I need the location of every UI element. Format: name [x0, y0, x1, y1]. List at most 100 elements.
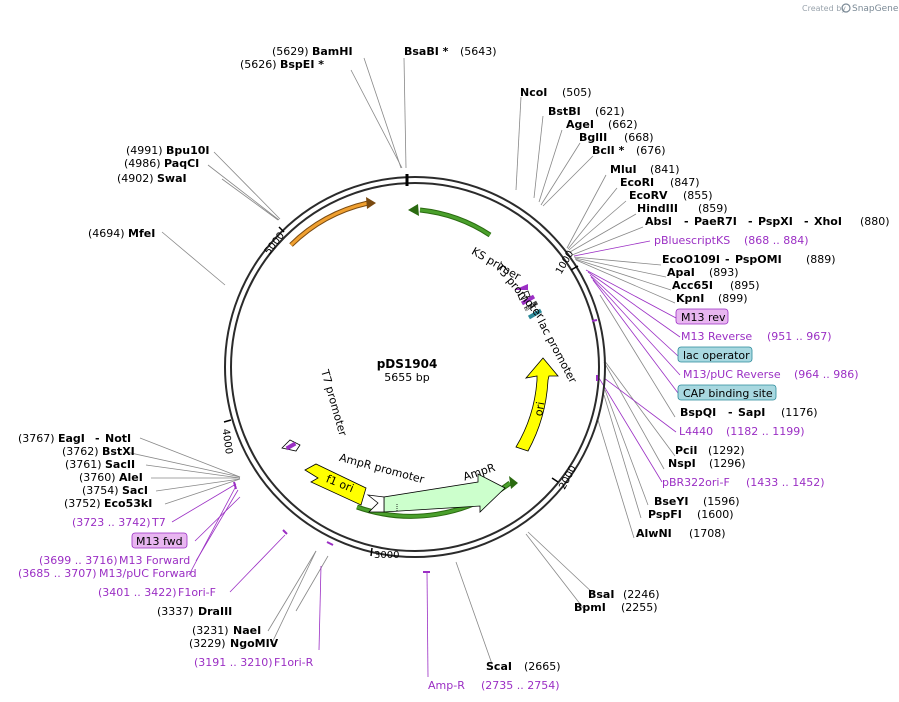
svg-text:MluI: MluI: [610, 163, 637, 176]
svg-text:BspEI *: BspEI *: [280, 58, 324, 71]
svg-text:Eco53kI: Eco53kI: [104, 497, 152, 510]
svg-text:EcoO109I: EcoO109I: [662, 253, 720, 266]
mcs-cluster-feature: [514, 284, 543, 320]
orange-arrow-feature: [289, 197, 376, 247]
svg-text:(2255): (2255): [621, 601, 658, 614]
site-bstxi: (3762) BstXI: [62, 445, 135, 458]
primer-m13-puc-forward: (3685 .. 3707) M13/pUC Forward: [18, 567, 197, 580]
svg-text:BamHI: BamHI: [312, 45, 353, 58]
svg-text:(3754): (3754): [82, 484, 119, 497]
svg-text:BpmI: BpmI: [574, 601, 606, 614]
bp-tick-marks: [223, 226, 579, 557]
svg-text:(5626): (5626): [240, 58, 277, 71]
site-bpu10i: (4991) Bpu10I: [126, 144, 210, 157]
svg-text:(868 .. 884): (868 .. 884): [744, 234, 809, 247]
svg-text:(1433 .. 1452): (1433 .. 1452): [746, 476, 825, 489]
site-ngomiv: (3229) NgoMIV: [189, 637, 279, 650]
site-alei: (3760) AleI: [79, 471, 143, 484]
site-hindiii: HindIII (859): [637, 202, 728, 215]
feature-lac-operator-box: lac operator: [677, 346, 753, 363]
svg-text:Amp-R: Amp-R: [428, 679, 465, 692]
svg-text:L4440: L4440: [679, 425, 713, 438]
svg-text:AgeI: AgeI: [566, 118, 594, 131]
t7-promoter-label: T7 promoter: [318, 367, 350, 438]
primer-f1ori-r: (3191 .. 3210) F1ori-R: [194, 656, 314, 669]
svg-text:XhoI: XhoI: [814, 215, 842, 228]
site-bpmi: BpmI (2255): [574, 601, 658, 614]
site-eco53ki: (3752) Eco53kI: [64, 497, 152, 510]
svg-text:(4694): (4694): [88, 227, 125, 240]
tick-2000: 2000: [557, 464, 579, 492]
plasmid-name: pDS1904: [377, 357, 438, 371]
svg-text:BstXI: BstXI: [102, 445, 135, 458]
svg-text:M13 Forward: M13 Forward: [119, 554, 190, 567]
primer-ticks: [233, 319, 598, 573]
svg-text:(2246): (2246): [623, 588, 660, 601]
svg-text:-: -: [725, 253, 730, 266]
site-kpni: KpnI (899): [676, 292, 748, 305]
site-agei: AgeI (662): [566, 118, 638, 131]
svg-text:(3229): (3229): [189, 637, 226, 650]
svg-text:F1ori-F: F1ori-F: [178, 586, 216, 599]
site-leader-lines: [125, 57, 676, 665]
svg-text:EagI: EagI: [58, 432, 85, 445]
svg-text:PspXI: PspXI: [758, 215, 793, 228]
svg-text:pBR322ori-F: pBR322ori-F: [662, 476, 730, 489]
svg-text:PspFI: PspFI: [648, 508, 682, 521]
svg-text:(880): (880): [860, 215, 890, 228]
site-draiii: (3337) DraIII: [157, 605, 232, 618]
site-absi-xhoi: AbsI - PaeR7I - PspXI - XhoI (880): [645, 215, 890, 228]
svg-text:(2735 .. 2754): (2735 .. 2754): [481, 679, 560, 692]
primer-m13-forward: (3699 .. 3716) M13 Forward: [39, 554, 190, 567]
svg-text:-: -: [95, 432, 100, 445]
svg-text:(676): (676): [636, 144, 666, 157]
svg-text:M13 fwd: M13 fwd: [136, 535, 183, 548]
svg-text:SapI: SapI: [738, 406, 765, 419]
site-acc65i: Acc65I (895): [672, 279, 760, 292]
tick-3000: 3000: [374, 550, 399, 561]
t7-promoter-feature: [281, 439, 301, 452]
svg-text:PciI: PciI: [675, 444, 697, 457]
ampr-feature: [366, 473, 506, 513]
svg-text:BclI *: BclI *: [592, 144, 625, 157]
svg-text:(3191 .. 3210): (3191 .. 3210): [194, 656, 273, 669]
site-apai: ApaI (893): [667, 266, 739, 279]
site-alwni: AlwNI (1708): [636, 527, 726, 540]
svg-text:MfeI: MfeI: [128, 227, 155, 240]
svg-text:EcoRI: EcoRI: [620, 176, 654, 189]
site-ncoi: NcoI (505): [520, 86, 592, 99]
site-bspei: (5626) BspEI *: [240, 58, 324, 71]
svg-text:M13 rev: M13 rev: [681, 311, 726, 324]
svg-text:(895): (895): [730, 279, 760, 292]
svg-text:NgoMIV: NgoMIV: [230, 637, 279, 650]
svg-text:(855): (855): [683, 189, 713, 202]
svg-text:PspOMI: PspOMI: [735, 253, 782, 266]
svg-text:(859): (859): [698, 202, 728, 215]
svg-text:SwaI: SwaI: [157, 172, 187, 185]
svg-text:ApaI: ApaI: [667, 266, 695, 279]
svg-text:AleI: AleI: [119, 471, 143, 484]
primer-l4440: L4440 (1182 .. 1199): [679, 425, 805, 438]
site-saci: (3754) SacI: [82, 484, 148, 497]
site-scai: ScaI (2665): [486, 660, 561, 673]
primer-m13-reverse: M13 Reverse (951 .. 967): [681, 330, 832, 343]
svg-text:M13/pUC Forward: M13/pUC Forward: [99, 567, 197, 580]
site-naei: (3231) NaeI: [192, 624, 261, 637]
svg-text:F1ori-R: F1ori-R: [274, 656, 314, 669]
created-by-text: Created by: [802, 4, 846, 13]
svg-text:BseYI: BseYI: [654, 495, 688, 508]
svg-text:BsaBI *: BsaBI *: [404, 45, 449, 58]
svg-text:NaeI: NaeI: [233, 624, 261, 637]
svg-text:(3337): (3337): [157, 605, 194, 618]
tick-4000: 4000: [220, 428, 234, 455]
site-bcli: BclI * (676): [592, 144, 666, 157]
site-nspi: NspI (1296): [668, 457, 746, 470]
svg-text:(841): (841): [650, 163, 680, 176]
svg-text:SacII: SacII: [105, 458, 135, 471]
svg-text:(662): (662): [608, 118, 638, 131]
site-bseyi: BseYI (1596): [654, 495, 740, 508]
svg-text:(1182 .. 1199): (1182 .. 1199): [726, 425, 805, 438]
svg-text:(3231): (3231): [192, 624, 229, 637]
